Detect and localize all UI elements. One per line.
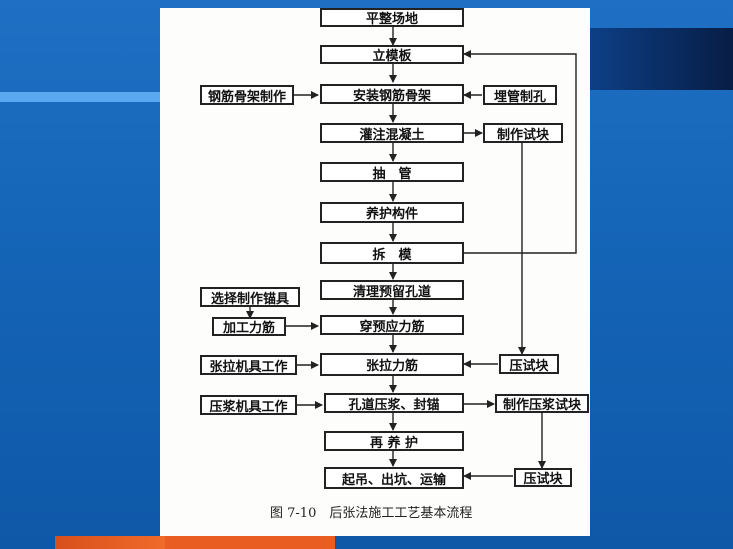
step-qing-li-yu-liu-kong-dao: 清理预留孔道 xyxy=(320,280,464,300)
output-zhi-zuo-shi-kuai: 制作试块 xyxy=(483,123,563,143)
step-ping-zheng-chang-di: 平整场地 xyxy=(320,8,464,27)
input-zhang-la-ji-ju-gong-zuo: 张拉机具工作 xyxy=(200,355,297,375)
step-li-mo-ban: 立模板 xyxy=(320,45,464,64)
input-mai-guan-zhi-kong: 埋管制孔 xyxy=(483,85,557,105)
input-gang-jin-gu-jia-zhi-zuo: 钢筋骨架制作 xyxy=(200,85,294,105)
arrow-chaimo-loop-to-limoban xyxy=(463,50,577,254)
decor-band-bottom-2 xyxy=(165,536,335,549)
step-jiao-zhu-hun-ning-tu: 灌注混凝土 xyxy=(320,123,464,143)
step-qi-diao-chu-keng-yun-shu: 起吊、出坑、运输 xyxy=(324,467,464,489)
output-ya-shi-kuai-2: 压试块 xyxy=(514,468,572,487)
input-jia-gong-li-jin: 加工力筋 xyxy=(212,317,286,336)
step-chuan-yu-ying-li-jin: 穿预应力筋 xyxy=(320,315,464,335)
decor-band-left xyxy=(0,92,160,102)
connector-layer xyxy=(246,27,577,480)
input-ya-jiang-ji-ju-gong-zuo: 压浆机具工作 xyxy=(200,395,297,415)
output-ya-shi-kuai-1: 压试块 xyxy=(499,354,559,374)
decor-band-top-right xyxy=(590,28,733,90)
step-yang-hu-gou-jian: 养护构件 xyxy=(320,202,464,223)
step-zhang-la-li-jin: 张拉力筋 xyxy=(320,353,464,376)
step-kong-dao-ya-jiang-feng-mao: 孔道压浆、封锚 xyxy=(324,393,464,413)
step-chou-guan: 抽 管 xyxy=(320,162,464,182)
input-xuan-ze-zhi-zuo-mao-ju: 选择制作锚具 xyxy=(200,287,300,307)
output-zhi-zuo-ya-jiang-shi-kuai: 制作压浆试块 xyxy=(495,394,589,413)
flowchart-figure: 平整场地 立模板 安装钢筋骨架 灌注混凝土 抽 管 养护构件 拆 模 清理预留孔… xyxy=(160,8,590,536)
decor-band-bottom xyxy=(55,536,165,549)
step-zai-yang-hu: 再 养 护 xyxy=(324,431,464,451)
step-chai-mo: 拆 模 xyxy=(320,242,464,264)
figure-caption: 图 7-10 后张法施工工艺基本流程 xyxy=(270,506,473,521)
step-an-zhuang-gang-jin-gu-jia: 安装钢筋骨架 xyxy=(320,84,464,104)
